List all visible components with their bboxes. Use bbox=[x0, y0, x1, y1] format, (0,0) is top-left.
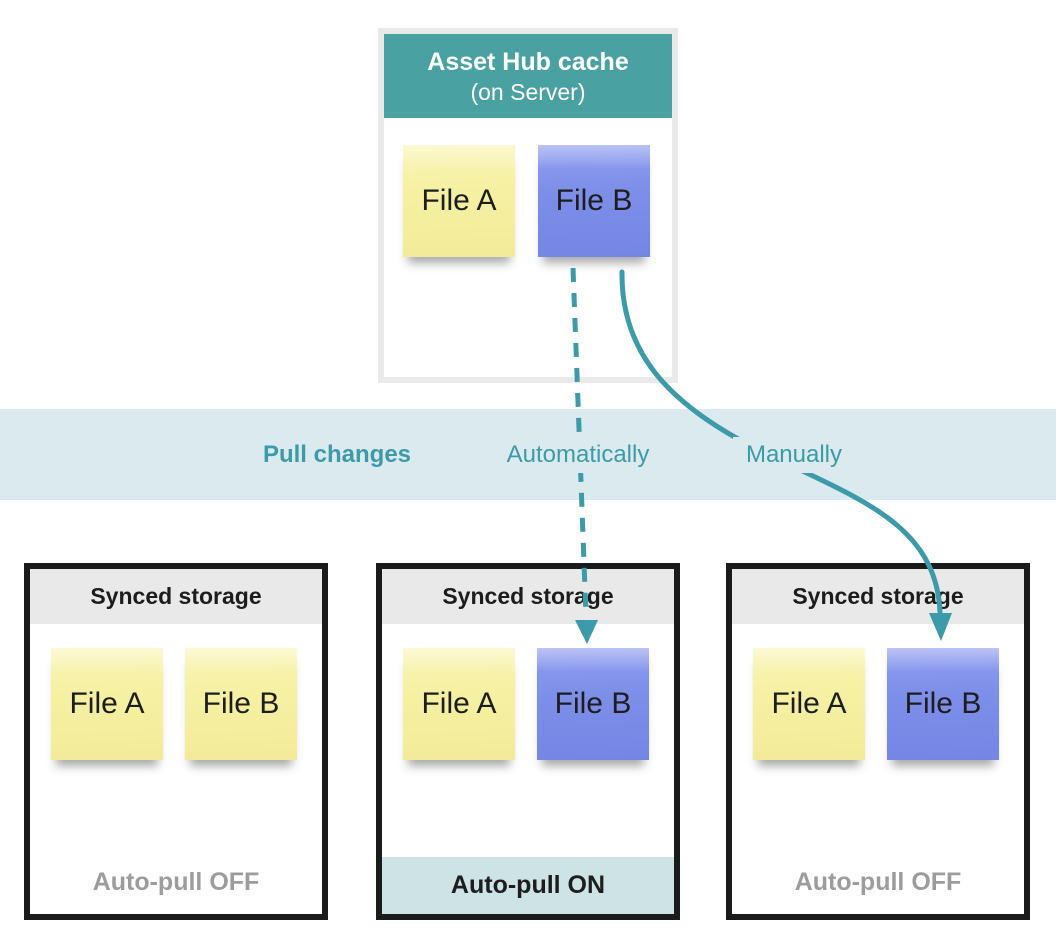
storage-title: Synced storage bbox=[30, 569, 322, 624]
file-note-label: File B bbox=[202, 687, 280, 720]
synced-storage-box-middle: Synced storage File A File B Auto-pull O… bbox=[376, 563, 680, 920]
synced-storage-box-left: Synced storage File A File B Auto-pull O… bbox=[24, 563, 328, 920]
cache-subtitle: (on Server) bbox=[470, 78, 586, 105]
storage-file-b-note: File B bbox=[537, 648, 649, 760]
asset-hub-cache-box: Asset Hub cache (on Server) File A File … bbox=[378, 28, 678, 383]
file-note-label: File A bbox=[421, 687, 497, 720]
cache-header: Asset Hub cache (on Server) bbox=[384, 34, 672, 118]
storage-file-a-note: File A bbox=[403, 648, 515, 760]
auto-pull-status: Auto-pull OFF bbox=[794, 868, 962, 896]
pull-changes-label: Pull changes bbox=[250, 437, 424, 473]
file-note-label: File B bbox=[904, 687, 982, 720]
cache-file-b-note: File B bbox=[538, 145, 650, 257]
file-note-label: File A bbox=[771, 687, 847, 720]
cache-title: Asset Hub cache bbox=[427, 47, 629, 76]
storage-title: Synced storage bbox=[732, 569, 1024, 624]
auto-pull-status: Auto-pull ON bbox=[382, 857, 674, 914]
storage-file-b-note: File B bbox=[887, 648, 999, 760]
file-note-label: File B bbox=[555, 184, 633, 217]
storage-title: Synced storage bbox=[382, 569, 674, 624]
cache-file-a-note: File A bbox=[403, 145, 515, 257]
manually-label: Manually bbox=[733, 437, 855, 473]
file-note-label: File A bbox=[69, 687, 145, 720]
auto-pull-status: Auto-pull OFF bbox=[92, 868, 260, 896]
file-note-label: File B bbox=[554, 687, 632, 720]
file-note-label: File A bbox=[421, 184, 497, 217]
storage-file-b-note: File B bbox=[185, 648, 297, 760]
automatically-label: Automatically bbox=[487, 437, 669, 473]
storage-file-a-note: File A bbox=[753, 648, 865, 760]
synced-storage-box-right: Synced storage File A File B Auto-pull O… bbox=[726, 563, 1030, 920]
storage-file-a-note: File A bbox=[51, 648, 163, 760]
